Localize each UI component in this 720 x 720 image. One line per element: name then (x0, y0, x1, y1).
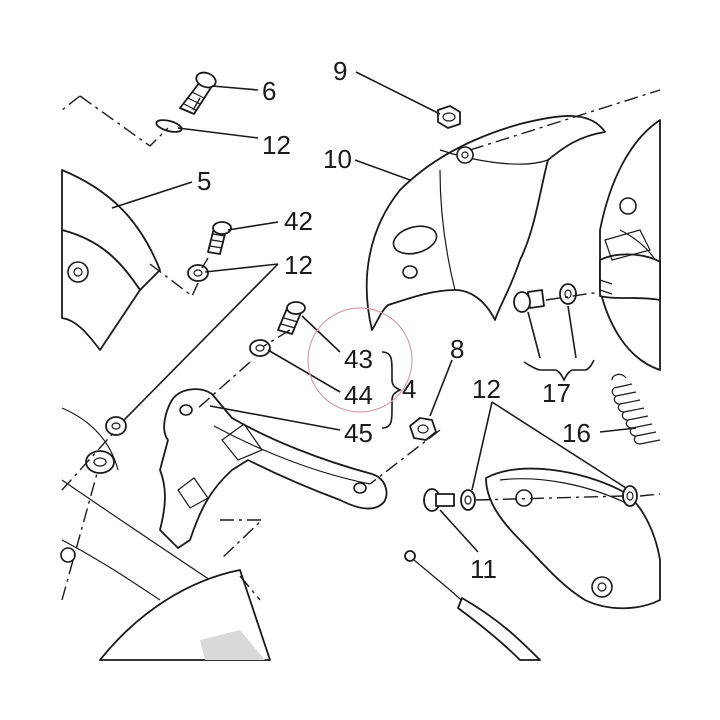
washer-right-part (622, 485, 638, 507)
callout-labels: 6 12 9 10 5 42 12 8 43 44 4 45 12 17 16 … (197, 56, 591, 584)
clamp-bolt-part (513, 289, 545, 313)
bolt-part (179, 71, 217, 115)
muffler-part (599, 119, 661, 371)
callout-45: 45 (344, 418, 373, 448)
leader-lines (111, 71, 637, 553)
callout-8: 8 (450, 334, 464, 364)
washer-42-part (187, 264, 209, 282)
bolt-43-part (277, 301, 306, 335)
clamp-washer-part (559, 283, 577, 305)
washer-frame-part (105, 416, 127, 436)
frame-part (60, 407, 271, 661)
callout-44: 44 (344, 380, 373, 410)
callout-4: 4 (402, 374, 416, 404)
nut-8-part (409, 417, 437, 441)
spacer-frame-part (85, 450, 115, 474)
washer-11-part (460, 489, 476, 511)
washer-44-part (249, 339, 271, 357)
bolt-42-part (207, 221, 232, 255)
callout-10: 10 (323, 144, 352, 174)
callout-42: 42 (284, 206, 313, 236)
callout-12-mid: 12 (284, 250, 313, 280)
silencer-body-part (61, 169, 161, 351)
assembly-lines (61, 89, 661, 601)
callout-12-right: 12 (472, 374, 501, 404)
callout-11: 11 (470, 554, 497, 584)
group-brace (381, 351, 402, 429)
callout-12-top: 12 (262, 130, 291, 160)
callout-5: 5 (197, 166, 211, 196)
callout-6: 6 (262, 76, 276, 106)
spring-part (611, 373, 661, 445)
highlight-circle (307, 307, 413, 413)
washer-part (155, 119, 183, 133)
heel-guard-part (485, 467, 661, 610)
heat-shield-part (365, 115, 606, 331)
callout-9: 9 (333, 56, 347, 86)
bolt-11-part (423, 488, 455, 512)
callout-17: 17 (542, 378, 571, 408)
callout-16: 16 (562, 418, 591, 448)
callout-43: 43 (344, 344, 373, 374)
bracket-part (159, 388, 388, 549)
cable-part (404, 550, 541, 661)
nut-part (437, 105, 461, 129)
